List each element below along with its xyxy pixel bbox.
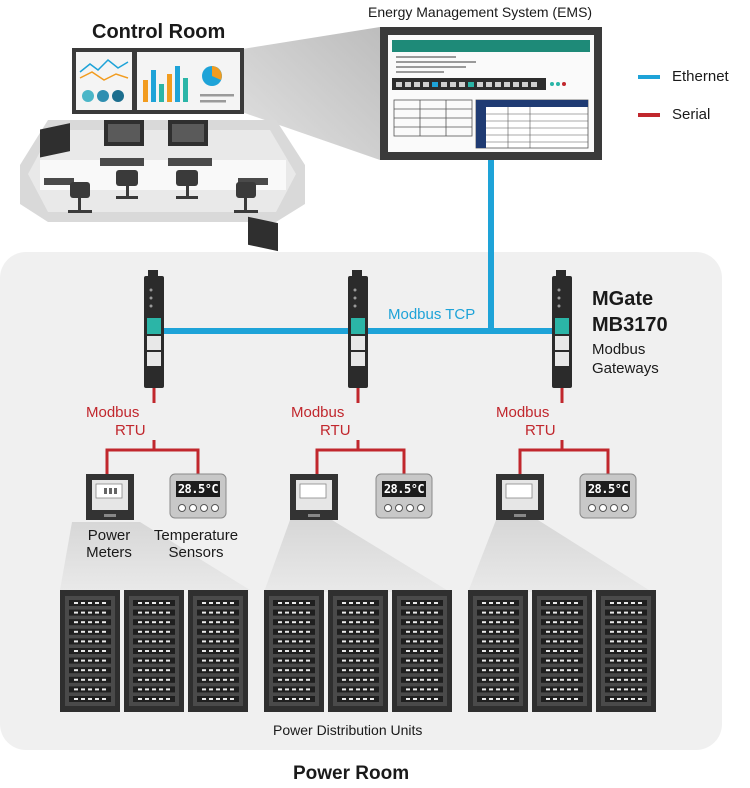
pdu-rack-9 [596,590,656,712]
power-meters-label-line1: Power [87,527,131,544]
rtu-label-3-line2: RTU [525,422,556,439]
gateway-desc-line1: Modbus [592,341,646,358]
rtu-label-2-line1: Modbus [291,404,345,421]
rtu-label-3-line1: Modbus [496,404,550,421]
pdu-cone-2 [264,520,450,592]
power-meter-1 [86,474,134,520]
ems-title: Energy Management System (EMS) [368,4,593,20]
rtu-label-1-line2: RTU [115,422,146,439]
modbus-tcp-label: Modbus TCP [388,306,476,323]
power-distribution-units [60,590,656,712]
pdu-rack-1 [60,590,120,712]
gateway-name-line2: MB3170 [592,314,668,336]
gateway-desc-line2: Gateways [592,360,659,377]
temperature-sensors-label-line2: Sensors [168,544,224,561]
power-meter-2 [290,474,338,520]
pdu-rack-4 [264,590,324,712]
power-meters-label-line2: Meters [86,544,132,561]
pdu-label: Power Distribution Units [273,722,423,738]
power-room-title: Power Room [293,763,410,784]
legend-serial-swatch [638,113,660,117]
ems-monitor [380,27,602,160]
rtu-label-1-line1: Modbus [86,404,140,421]
pdu-rack-7 [468,590,528,712]
control-room-title: Control Room [92,21,226,43]
legend-ethernet-label: Ethernet [672,68,729,85]
pdu-rack-3 [188,590,248,712]
pdu-cone-3 [468,520,652,592]
control-room-illustration [20,48,305,252]
pdu-rack-8 [532,590,592,712]
gateway-device-1 [144,270,164,388]
legend-ethernet-swatch [638,75,660,79]
gateway-name-line1: MGate [592,288,654,310]
pdu-rack-6 [392,590,452,712]
pdu-cone-1 [60,522,250,590]
sensor-display-2: 28.5°C [382,481,426,497]
pdu-rack-5 [328,590,388,712]
gateway-device-2 [348,270,368,388]
serial-links [105,388,610,474]
legend-serial-label: Serial [672,106,711,123]
gateway-device-3 [552,270,572,388]
sensor-display-1: 28.5°C [176,481,220,497]
sensor-display-3: 28.5°C [586,481,630,497]
temperature-sensors-label-line1: Temperature [153,527,239,544]
ems-projection-beam [236,27,380,160]
power-meter-3 [496,474,544,520]
rtu-label-2-line2: RTU [320,422,351,439]
pdu-rack-2 [124,590,184,712]
